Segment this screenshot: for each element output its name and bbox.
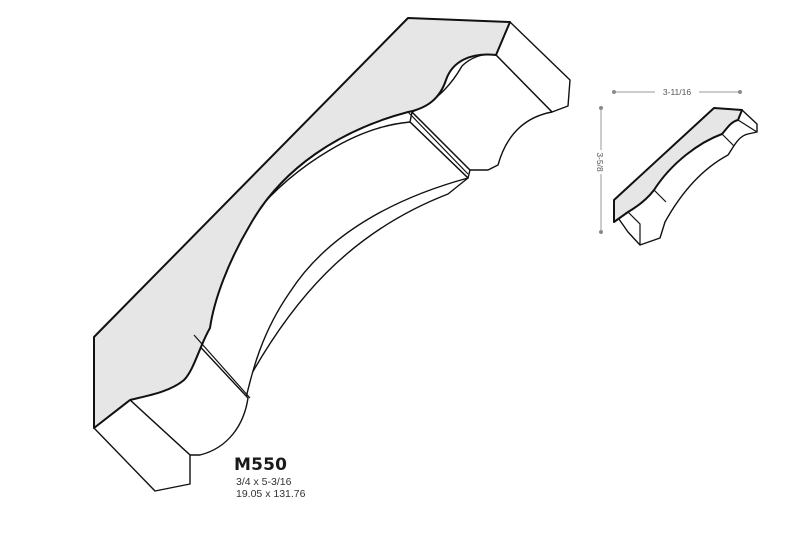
width-dimension-label: 3-11/16 [663,87,691,97]
width-dimension: 3-11/16 [612,86,742,98]
height-dimension-label: 3-5/8 [595,152,605,172]
molding-profile-end [93,17,511,429]
thumb-edges [627,119,758,245]
height-dimension-end-dot [599,230,603,234]
thumb-profile-end [613,107,743,223]
metric-size: 19.05 x 131.76 [236,488,306,500]
imperial-size: 3/4 x 5-3/16 [236,476,292,488]
thumb-body-face [613,109,758,246]
upper-step-edge [193,111,469,399]
width-dimension-end-dot [738,90,742,94]
thumbnail-molding-view [613,107,758,246]
height-dimension-start-dot [599,106,603,110]
height-dimension: 3-5/8 [594,106,608,234]
width-label-mask [655,86,699,98]
large-molding-view [93,17,571,492]
lower-bead-face [129,337,249,456]
product-code: M550 [234,455,288,475]
height-label-mask [594,150,608,174]
width-dimension-start-dot [612,90,616,94]
